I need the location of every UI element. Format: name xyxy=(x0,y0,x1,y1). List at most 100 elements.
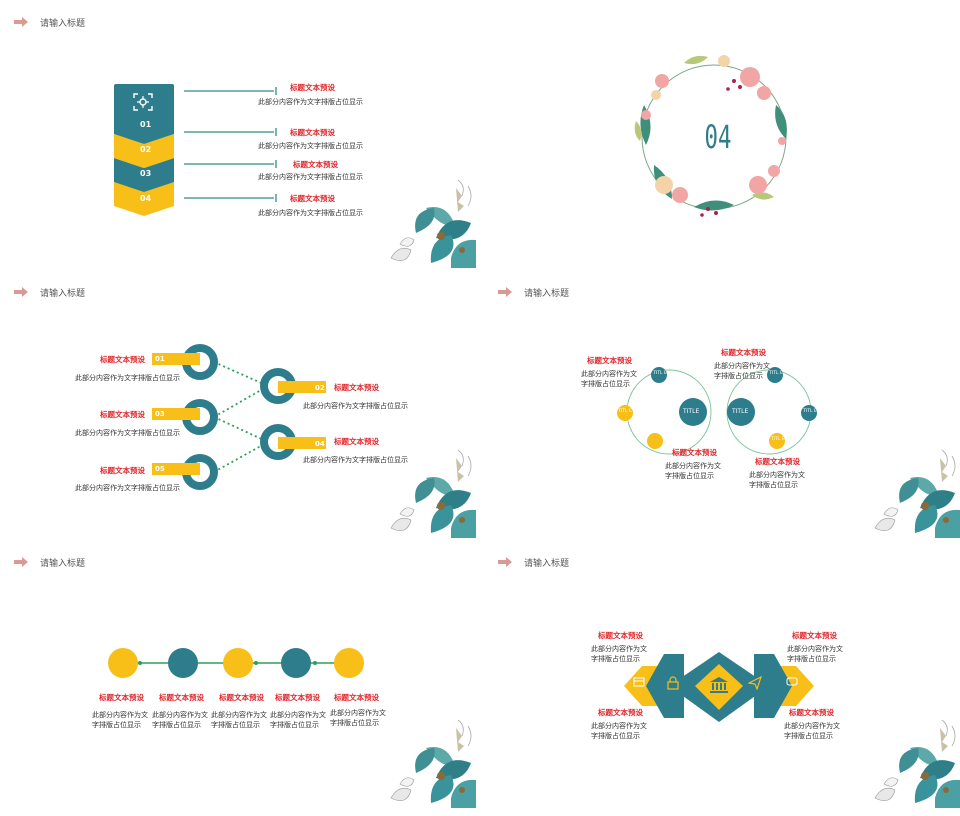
step-desc: 此部分内容作为文字排版占位显示 xyxy=(258,142,363,150)
step-desc: 此部分内容作为文字排版占位显示 xyxy=(258,173,363,181)
text-title: 标题文本预设 xyxy=(598,631,643,640)
focus-icon xyxy=(133,93,153,111)
text-desc: 字排版占位显示 xyxy=(591,732,640,740)
step-desc: 此部分内容作为文字排版占位显示 xyxy=(258,98,363,106)
text-title: 标题文本预设 xyxy=(721,348,766,357)
slide-title: 请输入标题 xyxy=(40,558,86,569)
text-desc: 此部分内容作为文 xyxy=(581,370,637,378)
node-label: TITL E xyxy=(771,437,785,442)
timeline-title: 标题文本预设 xyxy=(159,693,204,702)
step-title: 标题文本预设 xyxy=(290,83,335,92)
text-title: 标题文本预设 xyxy=(587,356,632,365)
ring-network xyxy=(152,344,326,490)
timeline-desc: 字排版占位显示 xyxy=(270,721,319,729)
ring-num: 01 xyxy=(155,355,165,363)
timeline-desc: 此部分内容作为文 xyxy=(270,711,326,719)
node-label: TITL E xyxy=(653,371,667,376)
slide-1[interactable]: 请输入标题 01 02 03 04 标题文本预设 此部分内容作为文字排版占位显示… xyxy=(0,0,476,268)
section-number: 04 xyxy=(704,118,732,156)
slide-2[interactable]: 04 xyxy=(484,0,960,268)
text-desc: 此部分内容作为文 xyxy=(591,722,647,730)
slide-4[interactable]: 请输入标题 TITLE TITLE TITL E TITL E TITL E T… xyxy=(484,270,960,538)
diamond-diagram xyxy=(624,652,814,722)
slide-header: 请输入标题 xyxy=(498,283,569,301)
ring-num: 05 xyxy=(155,465,165,473)
connector-lines xyxy=(184,87,277,202)
slide-6[interactable]: 请输入标题 标题文本预设 此部分内容作为文 字排版占位显示 标题文本预设 此部分… xyxy=(484,540,960,808)
slide-5[interactable]: 请输入标题 标题文本预设 此部分内容作为文 字排版占位显示 标题文本预设 此部分… xyxy=(0,540,476,808)
item-desc: 此部分内容作为文字排版占位显示 xyxy=(75,374,180,382)
timeline-title: 标题文本预设 xyxy=(219,693,264,702)
text-title: 标题文本预设 xyxy=(672,448,717,457)
text-title: 标题文本预设 xyxy=(789,708,834,717)
slide-header: 请输入标题 xyxy=(14,283,85,301)
node-label: TITL E xyxy=(769,371,783,376)
timeline-title: 标题文本预设 xyxy=(334,693,379,702)
text-desc: 字排版占位显示 xyxy=(787,655,836,663)
step-title: 标题文本预设 xyxy=(290,194,335,203)
text-desc: 此部分内容作为文 xyxy=(784,722,840,730)
step-num: 02 xyxy=(140,145,152,154)
node-label: TITLE xyxy=(732,408,749,415)
text-desc: 此部分内容作为文 xyxy=(591,645,647,653)
item-title: 标题文本预设 xyxy=(100,410,145,419)
text-desc: 字排版占位显示 xyxy=(665,472,714,480)
arrow-icon xyxy=(14,557,28,567)
text-desc: 此部分内容作为文 xyxy=(787,645,843,653)
node-label: TITLE xyxy=(683,408,700,415)
item-title: 标题文本预设 xyxy=(334,383,379,392)
slide-header: 请输入标题 xyxy=(498,553,569,571)
ring-num: 02 xyxy=(315,384,325,392)
timeline-desc: 字排版占位显示 xyxy=(152,721,201,729)
node-label: TITL E xyxy=(618,409,632,414)
text-title: 标题文本预设 xyxy=(598,708,643,717)
text-desc: 字排版占位显示 xyxy=(591,655,640,663)
ring-num: 03 xyxy=(155,410,165,418)
flower-decoration xyxy=(870,718,960,808)
arrow-icon xyxy=(14,287,28,297)
text-desc: 字排版占位显示 xyxy=(714,372,763,380)
item-desc: 此部分内容作为文字排版占位显示 xyxy=(303,402,408,410)
timeline-dots xyxy=(108,648,364,678)
item-title: 标题文本预设 xyxy=(100,466,145,475)
paper-plane-icon xyxy=(748,676,762,690)
item-desc: 此部分内容作为文字排版占位显示 xyxy=(75,484,180,492)
step-title: 标题文本预设 xyxy=(293,160,338,169)
slide-header: 请输入标题 xyxy=(14,553,85,571)
text-desc: 此部分内容作为文 xyxy=(665,462,721,470)
slide-title: 请输入标题 xyxy=(524,558,570,569)
step-num: 03 xyxy=(140,169,152,178)
slide-title: 请输入标题 xyxy=(524,288,570,299)
step-title: 标题文本预设 xyxy=(290,128,335,137)
floral-wreath xyxy=(634,55,787,217)
text-desc: 字排版占位显示 xyxy=(784,732,833,740)
text-title: 标题文本预设 xyxy=(755,457,800,466)
flower-decoration xyxy=(870,448,960,538)
item-title: 标题文本预设 xyxy=(100,355,145,364)
slide-title: 请输入标题 xyxy=(40,18,86,29)
text-desc: 字排版占位显示 xyxy=(581,380,630,388)
item-title: 标题文本预设 xyxy=(334,437,379,446)
slide-header: 请输入标题 xyxy=(14,13,85,31)
arrow-icon xyxy=(14,17,28,27)
timeline-desc: 此部分内容作为文 xyxy=(211,711,267,719)
item-desc: 此部分内容作为文字排版占位显示 xyxy=(303,456,408,464)
timeline-desc: 此部分内容作为文 xyxy=(152,711,208,719)
item-desc: 此部分内容作为文字排版占位显示 xyxy=(75,429,180,437)
text-desc: 此部分内容作为文 xyxy=(714,362,770,370)
arrow-icon xyxy=(498,287,512,297)
slide-3[interactable]: 请输入标题 01 03 05 02 04 标题文本预设 此部分内容作为文字排版占… xyxy=(0,270,476,538)
timeline-desc: 此部分内容作为文 xyxy=(92,711,148,719)
timeline-title: 标题文本预设 xyxy=(99,693,144,702)
node-label: TITL E xyxy=(803,409,817,414)
timeline-desc: 字排版占位显示 xyxy=(211,721,260,729)
step-num: 04 xyxy=(140,194,152,203)
chat-icon xyxy=(786,677,798,686)
text-title: 标题文本预设 xyxy=(792,631,837,640)
timeline-desc: 此部分内容作为文 xyxy=(330,709,386,717)
lock-icon xyxy=(667,676,679,690)
timeline-title: 标题文本预设 xyxy=(275,693,320,702)
text-desc: 此部分内容作为文 xyxy=(749,471,805,479)
chevron-steps xyxy=(114,84,174,216)
flower-decoration xyxy=(386,448,476,538)
